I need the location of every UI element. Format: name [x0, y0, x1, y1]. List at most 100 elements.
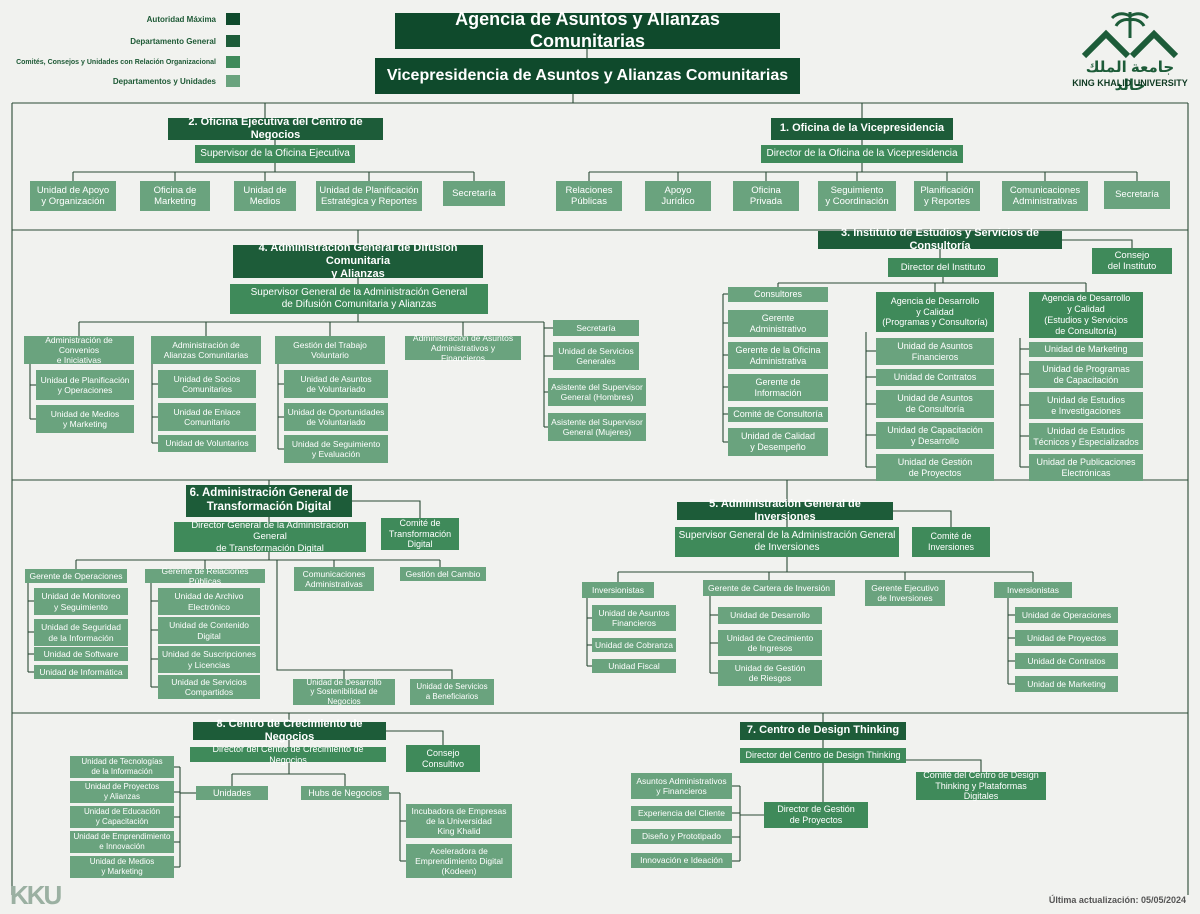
- node-s8-u1: Unidad de Tecnologías de la Información: [70, 756, 174, 778]
- node-s5-a1: Unidad de Asuntos Financieros: [592, 605, 676, 631]
- node-s3-l3: Gerente de la Oficina Administrativa: [728, 342, 828, 369]
- node-s4-c1: Unidad de Asuntos de Voluntariado: [284, 370, 388, 398]
- node-s3-m: Agencia de Desarrollo y Calidad (Program…: [876, 292, 994, 332]
- node-s4-a2: Unidad de Medios y Marketing: [36, 405, 134, 433]
- node-s7-comm: Comité del Centro de Design Thinking y P…: [916, 770, 1046, 801]
- node-s2-u5: Secretaría: [443, 181, 505, 206]
- node-s4-r3: Asistente del Supervisor General (Hombre…: [548, 378, 646, 406]
- node-s6-title: 6. Administración General de Transformac…: [186, 485, 352, 517]
- node-s4-b: Administración de Alianzas Comunitarias: [151, 336, 261, 364]
- node-s5-b: Gerente de Cartera de Inversión: [703, 580, 835, 596]
- node-s1-u7: Secretaría: [1104, 181, 1170, 209]
- node-s3-l4: Gerente de Información: [728, 374, 828, 401]
- node-s7-pm: Director de Gestión de Proyectos: [764, 802, 868, 828]
- legend-label: Comités, Consejos y Unidades con Relació…: [16, 58, 216, 66]
- node-s5-a2: Unidad de Cobranza: [592, 638, 676, 652]
- node-s3-m4: Unidad de Capacitación y Desarrollo: [876, 422, 994, 449]
- node-s4-title: 4. Administración General de Difusión Co…: [233, 242, 483, 280]
- node-s5-b3: Unidad de Gestión de Riesgos: [718, 660, 822, 686]
- node-s6-a1: Unidad de Monitoreo y Seguimiento: [34, 588, 128, 615]
- kku-watermark: KKU: [10, 880, 62, 910]
- node-s4-b3: Unidad de Voluntarios: [158, 435, 256, 452]
- node-s7-u4: Innovación e Ideación: [631, 853, 732, 868]
- node-s5-d2: Unidad de Proyectos: [1015, 630, 1118, 646]
- node-s3-l6: Unidad de Calidad y Desempeño: [728, 428, 828, 456]
- node-s6-b3: Unidad de Suscripciones y Licencias: [158, 646, 260, 673]
- legend-swatch: [226, 75, 240, 87]
- legend-swatch: [226, 35, 240, 47]
- node-s6-d: Gestión del Cambio: [400, 567, 486, 581]
- node-s3-dir: Director del Instituto: [888, 258, 998, 277]
- node-s7-u3: Diseño y Prototipado: [631, 829, 732, 844]
- node-s5-b2: Unidad de Crecimiento de Ingresos: [718, 630, 822, 656]
- node-agency: Agencia de Asuntos y Alianzas Comunitari…: [395, 9, 780, 51]
- node-s5-b1: Unidad de Desarrollo: [718, 607, 822, 624]
- node-s2-u1: Unidad de Apoyo y Organización: [30, 181, 116, 211]
- node-s1-u3: Oficina Privada: [733, 181, 799, 211]
- node-s1-u1: Relaciones Públicas: [556, 181, 622, 211]
- node-s1-u6: Comunicaciones Administrativas: [1002, 181, 1088, 211]
- node-s4-r2: Unidad de Servicios Generales: [553, 342, 639, 370]
- legend-item-general: Departamento General: [10, 35, 240, 47]
- legend-swatch: [226, 13, 240, 25]
- node-s3-m1: Unidad de Asuntos Financieros: [876, 338, 994, 365]
- node-s5-sup: Supervisor General de la Administración …: [675, 527, 899, 557]
- node-s2-sup: Supervisor de la Oficina Ejecutiva: [195, 145, 355, 163]
- node-s8-council: Consejo Consultivo: [406, 745, 480, 772]
- node-s3-r: Agencia de Desarrollo y Calidad (Estudio…: [1029, 292, 1143, 338]
- node-s1-u5: Planificación y Reportes: [914, 181, 980, 211]
- node-s4-c3: Unidad de Seguimiento y Evaluación: [284, 435, 388, 463]
- node-s3-l1: Consultores: [728, 287, 828, 302]
- node-s8-h1: Incubadora de Empresas de la Universidad…: [406, 804, 512, 838]
- last-updated: Última actualización: 05/05/2024: [1048, 895, 1186, 905]
- node-s4-a1: Unidad de Planificación y Operaciones: [36, 370, 134, 400]
- connector-line: [352, 500, 421, 518]
- node-s5-a: Inversionistas: [582, 582, 654, 598]
- node-s8-u5: Unidad de Medios y Marketing: [70, 856, 174, 878]
- node-s4-c: Gestión del Trabajo Voluntario: [275, 336, 385, 364]
- node-s7-u1: Asuntos Administrativos y Financieros: [631, 773, 732, 799]
- node-s5-d1: Unidad de Operaciones: [1015, 607, 1118, 623]
- node-s8-hubs: Hubs de Negocios: [301, 786, 389, 800]
- node-s1-u4: Seguimiento y Coordinación: [818, 181, 896, 211]
- node-s4-d: Administración de Asuntos Administrativo…: [405, 333, 521, 363]
- node-s5-comm: Comité de Inversiones: [912, 527, 990, 557]
- node-s2-u2: Oficina de Marketing: [140, 181, 210, 211]
- node-s7-dir: Director del Centro de Design Thinking: [740, 748, 906, 763]
- node-s3-council: Consejo del Instituto: [1092, 248, 1172, 274]
- node-s3-m5: Unidad de Gestión de Proyectos: [876, 454, 994, 481]
- node-s6-f: Unidad de Servicios a Beneficiarios: [410, 679, 494, 705]
- node-s3-r1: Unidad de Marketing: [1029, 342, 1143, 357]
- node-s2-title: 2. Oficina Ejecutiva del Centro de Negoc…: [168, 116, 383, 141]
- node-s5-d4: Unidad de Marketing: [1015, 676, 1118, 692]
- node-s1-sup: Director de la Oficina de la Vicepreside…: [761, 145, 963, 163]
- connector-line: [1062, 239, 1133, 248]
- legend-label: Autoridad Máxima: [146, 14, 216, 24]
- node-s8-units: Unidades: [196, 786, 268, 800]
- node-s3-r5: Unidad de Publicaciones Electrónicas: [1029, 454, 1143, 481]
- node-s6-a4: Unidad de Informática: [34, 665, 128, 679]
- connector-line: [893, 510, 952, 527]
- node-s8-u4: Unidad de Emprendimiento e Innovación: [70, 831, 174, 853]
- node-s8-title: 8. Centro de Crecimiento de Negocios: [193, 718, 386, 743]
- palm-logo-icon: [1081, 12, 1179, 59]
- node-s2-u4: Unidad de Planificación Estratégica y Re…: [316, 181, 422, 211]
- node-s3-r2: Unidad de Programas de Capacitación: [1029, 361, 1143, 388]
- node-s7-u2: Experiencia del Cliente: [631, 806, 732, 821]
- node-s3-m2: Unidad de Contratos: [876, 369, 994, 386]
- node-s5-a3: Unidad Fiscal: [592, 659, 676, 673]
- node-s6-b4: Unidad de Servicios Compartidos: [158, 675, 260, 699]
- legend-item-max: Autoridad Máxima: [10, 13, 240, 25]
- node-s2-u3: Unidad de Medios: [234, 181, 296, 211]
- node-s6-a3: Unidad de Software: [34, 647, 128, 661]
- connector-line: [276, 560, 453, 679]
- node-s5-title: 5. Administración General de Inversiones: [677, 498, 893, 523]
- node-s6-e: Unidad de Desarrollo y Sostenibilidad de…: [293, 678, 395, 706]
- node-s4-r1: Secretaría: [553, 320, 639, 336]
- node-s3-r4: Unidad de Estudios Técnicos y Especializ…: [1029, 423, 1143, 450]
- node-s8-u3: Unidad de Educación y Capacitación: [70, 806, 174, 828]
- legend-swatch: [226, 56, 240, 68]
- node-s3-r3: Unidad de Estudios e Investigaciones: [1029, 392, 1143, 419]
- node-s8-h2: Aceleradora de Emprendimiento Digital (K…: [406, 844, 512, 878]
- node-s4-a: Administración de Convenios e Iniciativa…: [24, 335, 134, 365]
